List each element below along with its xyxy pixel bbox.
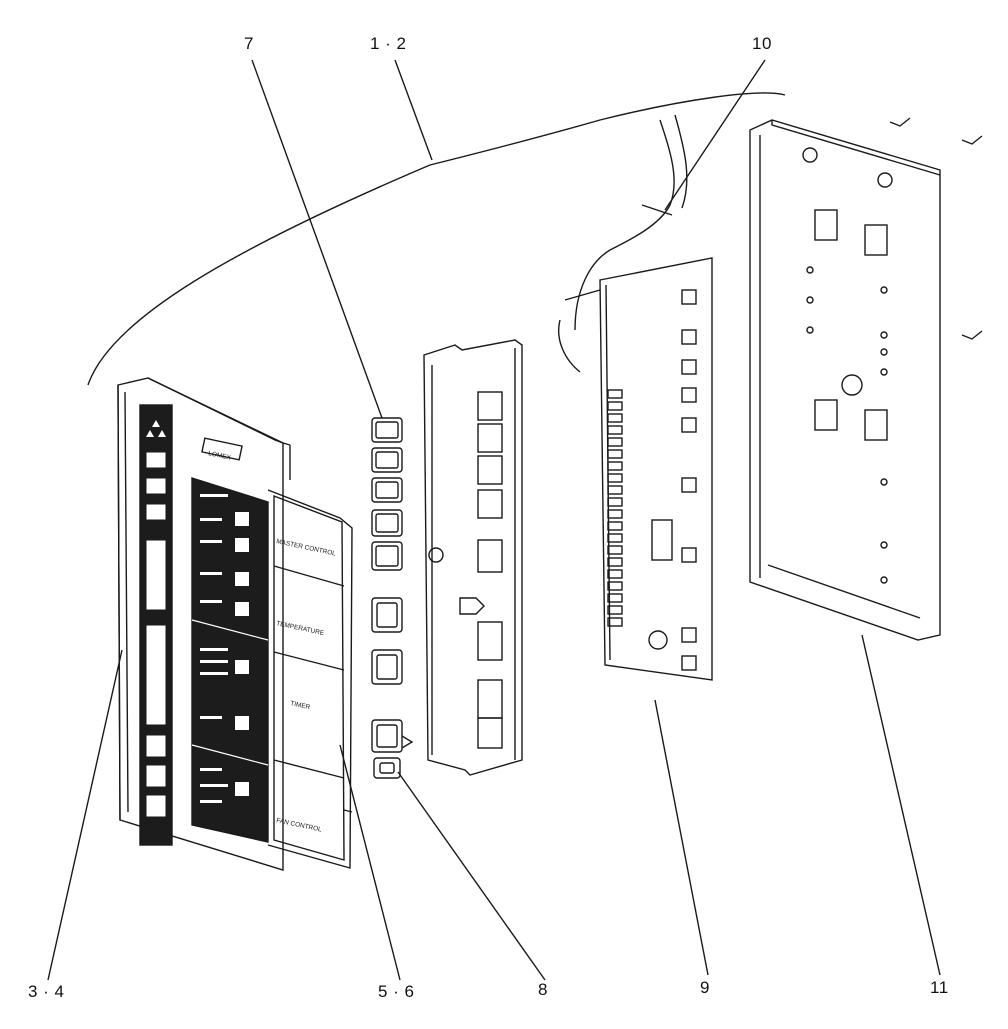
front-case-brand-label: LOMEX — [208, 450, 232, 462]
door-label-master: MASTER CONTROL — [276, 538, 337, 558]
front-case — [117, 377, 291, 871]
circuit-board — [558, 257, 713, 681]
screws — [889, 117, 983, 340]
cable — [574, 114, 688, 331]
callout-5-6: 5 · 6 — [378, 982, 415, 1001]
callout-7: 7 — [244, 34, 254, 53]
front-case-display-panel — [191, 477, 269, 843]
key-frame — [423, 339, 523, 776]
callout-3-4: 3 · 4 — [28, 982, 65, 1001]
leader-11 — [861, 634, 941, 976]
logo-icon — [146, 420, 166, 437]
front-case-nameplate — [201, 437, 243, 461]
small-parts — [371, 719, 414, 779]
leader-8 — [397, 771, 546, 981]
callout-11: 11 — [930, 978, 949, 997]
leader-34 — [47, 649, 123, 981]
rear-case — [749, 119, 941, 641]
door — [267, 489, 353, 869]
cord-outline — [87, 92, 786, 386]
door-label-timer: TIMER — [290, 700, 312, 711]
rear-case-screw-holes — [806, 266, 888, 584]
callout-9: 9 — [700, 978, 710, 997]
leader-10 — [664, 59, 766, 211]
leader-9 — [654, 699, 709, 976]
leader-7 — [251, 59, 383, 419]
leader-56 — [339, 744, 401, 981]
callout-10: 10 — [752, 34, 772, 53]
leader-12 — [394, 59, 433, 161]
callout-8: 8 — [538, 980, 548, 999]
callout-1-2: 1 · 2 — [370, 34, 407, 53]
button-stack — [371, 417, 403, 685]
